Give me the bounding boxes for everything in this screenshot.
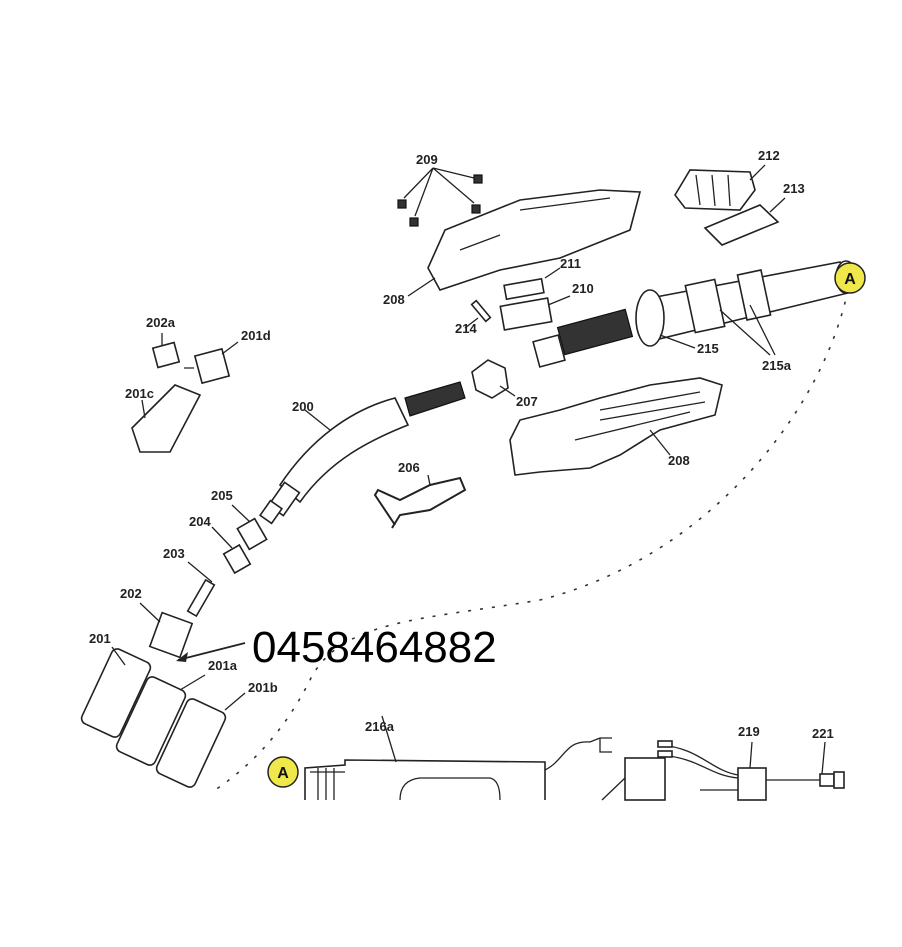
- switch-210: [499, 297, 553, 331]
- marker-a-top: A: [834, 262, 866, 294]
- label-201d: 201d: [241, 328, 271, 343]
- trigger-211: [503, 277, 545, 301]
- label-201a: 201a: [208, 658, 238, 673]
- gooseneck-thread: [404, 381, 466, 417]
- label-211: 211: [560, 256, 581, 271]
- handle-lower-208: [509, 377, 723, 476]
- part-labels: 209 212 213 211 210 208 214 215 215a 207…: [89, 148, 834, 741]
- label-208-lower: 208: [668, 453, 690, 468]
- label-206: 206: [398, 460, 420, 475]
- contact-tip-203: [186, 578, 216, 618]
- label-221: 221: [812, 726, 834, 741]
- marker-a-bottom: A: [267, 756, 299, 788]
- pin-214: [470, 299, 492, 323]
- adapter-201d: [193, 347, 231, 385]
- label-202a: 202a: [146, 315, 176, 330]
- label-216a: 216a: [365, 719, 395, 734]
- cable-assembly-216a: [304, 759, 546, 800]
- label-plate-213: [703, 204, 780, 246]
- label-209: 209: [416, 152, 438, 167]
- insulator-205: [236, 517, 268, 551]
- label-203: 203: [163, 546, 185, 561]
- connector-219: [737, 767, 767, 801]
- label-202: 202: [120, 586, 142, 601]
- screws-209: [397, 174, 483, 227]
- label-201b: 201b: [248, 680, 278, 695]
- cover-212: [674, 169, 756, 211]
- nozzle-201c: [131, 384, 202, 453]
- label-201c: 201c: [125, 386, 154, 401]
- label-215: 215: [697, 341, 719, 356]
- nut-207: [471, 359, 509, 399]
- nozzle-201b: [155, 698, 227, 788]
- plug-221: [819, 773, 835, 787]
- spring-215: [556, 308, 634, 356]
- spatter-guard-202a: [151, 341, 181, 369]
- label-204: 204: [189, 514, 211, 529]
- label-215a: 215a: [762, 358, 792, 373]
- label-200: 200: [292, 399, 314, 414]
- label-205: 205: [211, 488, 233, 503]
- label-214: 214: [455, 321, 477, 336]
- gooseneck-200: [278, 397, 410, 504]
- adapter-204: [222, 543, 252, 575]
- label-210: 210: [572, 281, 594, 296]
- connector-part: [624, 757, 666, 801]
- connection-dashed-line: [214, 289, 849, 791]
- arrowhead-icon: [176, 652, 188, 662]
- part-number-arrow: [177, 642, 246, 661]
- label-201: 201: [89, 631, 111, 646]
- clip-206: [373, 476, 467, 529]
- cable-ring-215: [635, 289, 665, 347]
- part-number: 0458464882: [252, 623, 497, 672]
- label-208-upper: 208: [383, 292, 405, 307]
- svg-text:A: A: [277, 765, 289, 782]
- spatter-guard-202: [148, 611, 194, 659]
- label-212: 212: [758, 148, 780, 163]
- label-207: 207: [516, 394, 538, 409]
- svg-text:A: A: [844, 271, 856, 288]
- label-213: 213: [783, 181, 805, 196]
- nozzle-201: [80, 648, 152, 738]
- label-219: 219: [738, 724, 760, 739]
- nozzle-201a: [115, 676, 187, 766]
- handle-upper-208: [427, 189, 642, 291]
- wire-forked: [544, 737, 612, 771]
